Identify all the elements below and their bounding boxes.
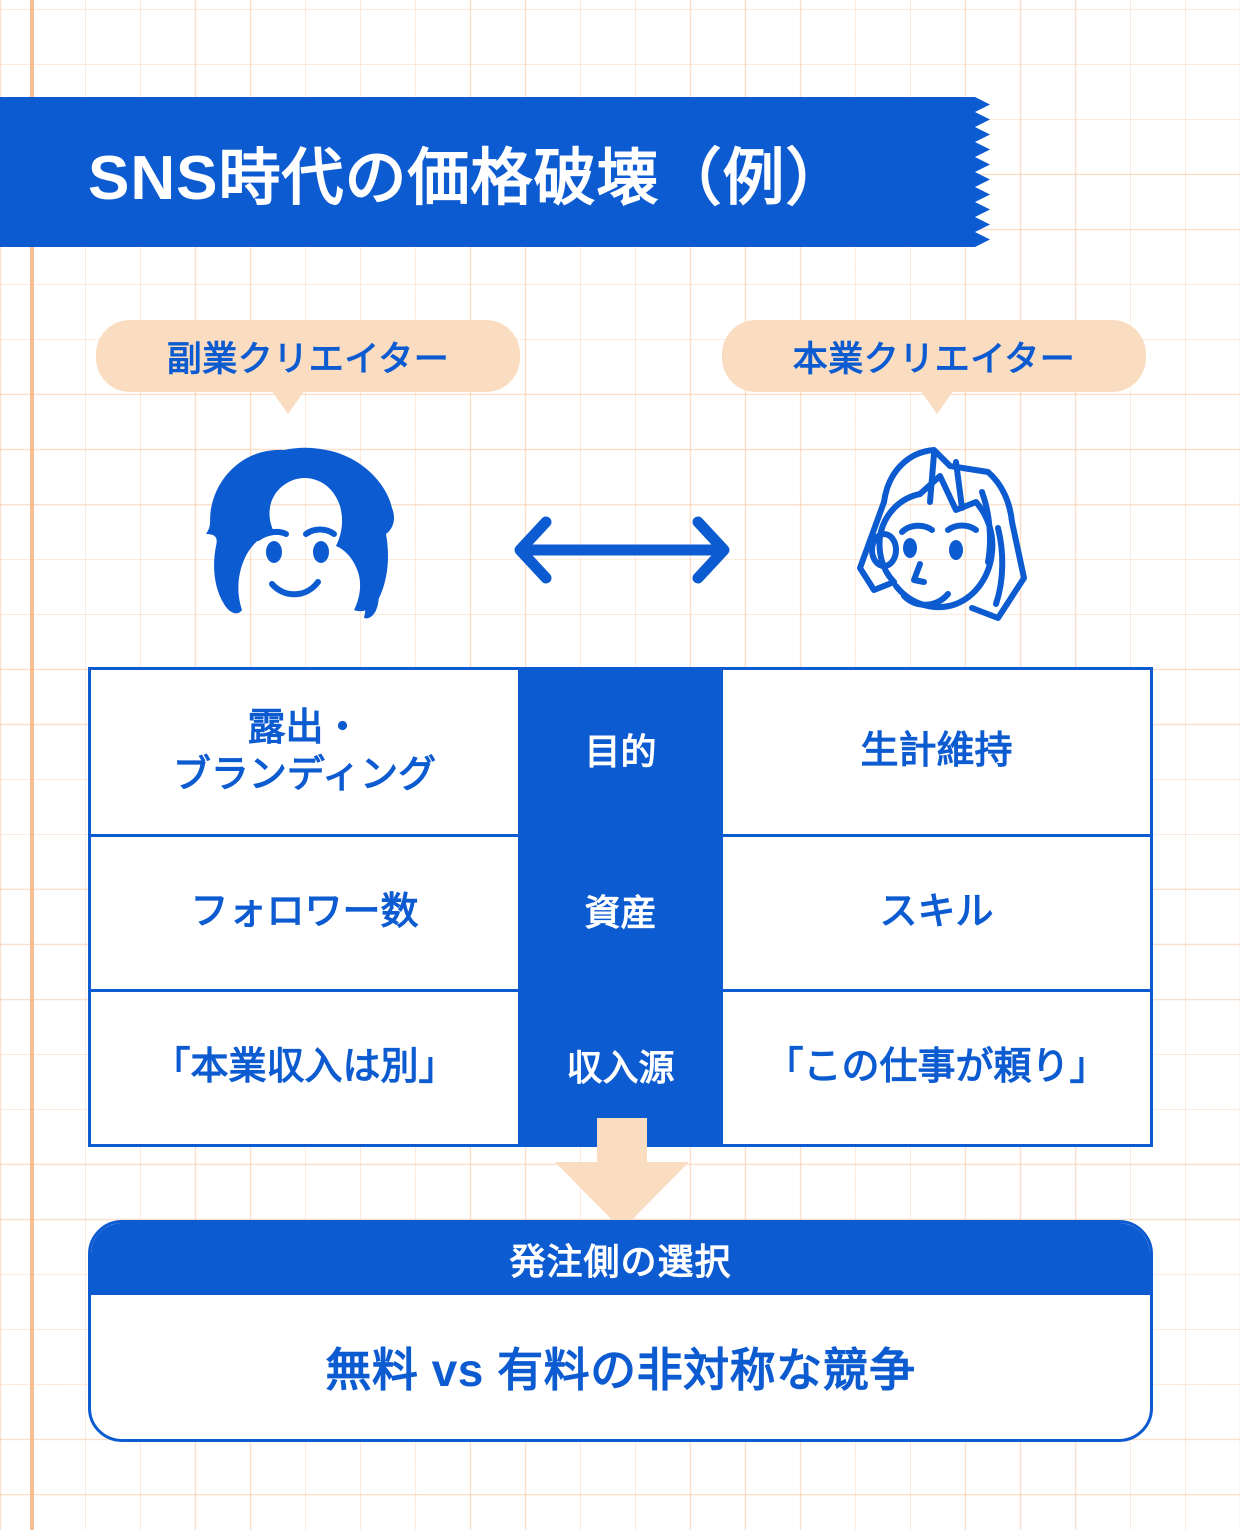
conclusion-heading: 発注側の選択: [91, 1223, 1150, 1295]
label-bubble-side-creator-text: 副業クリエイター: [166, 339, 450, 379]
long-haired-person-filled-icon: [188, 442, 423, 632]
bobbed-hair-person-outline-icon: [838, 440, 1053, 635]
conclusion-body-text: 無料 vs 有料の非対称な競争: [325, 1344, 916, 1396]
table-cell-axis: 資産: [518, 837, 723, 989]
table-cell-pro-creator: 生計維持: [860, 730, 1013, 773]
table-cell-pro-creator: スキル: [879, 891, 994, 934]
table-row: 「本業収入は別」 収入源 「この仕事が頼り」: [91, 992, 1150, 1144]
table-cell-side-creator: フォロワー数: [190, 891, 419, 934]
comparison-table: 露出・ ブランディング 目的 生計維持 フォロワー数 資産 スキル 「本業収入は…: [88, 667, 1153, 1147]
table-cell-pro-creator: 「この仕事が頼り」: [765, 1046, 1108, 1089]
banner-torn-edge-shape: [0, 97, 990, 247]
eye-left-icon: [903, 538, 917, 558]
table-row: 露出・ ブランディング 目的 生計維持: [91, 670, 1150, 837]
avatar-right-svg: [857, 447, 1027, 621]
table-cell-side-creator: 露出・ ブランディング: [172, 706, 437, 796]
eye-right-icon: [949, 540, 963, 560]
exchange-arrow-svg: [514, 516, 730, 584]
table-cell-side-creator: 「本業収入は別」: [152, 1046, 457, 1089]
down-arrow-svg: [555, 1118, 689, 1230]
label-bubble-side-creator: 副業クリエイター: [96, 320, 520, 414]
table-cell-axis: 目的: [518, 670, 723, 834]
label-bubble-pro-creator: 本業クリエイター: [722, 320, 1146, 414]
double-headed-arrow-icon: [512, 510, 732, 590]
conclusion-card: 発注側の選択 無料 vs 有料の非対称な競争: [88, 1220, 1153, 1442]
page-title: SNS時代の価格破壊（例）: [88, 144, 849, 213]
table-row: フォロワー数 資産 スキル: [91, 837, 1150, 992]
avatar-left-svg: [206, 447, 394, 619]
title-banner: SNS時代の価格破壊（例）: [0, 97, 990, 247]
label-bubble-pro-creator-text: 本業クリエイター: [792, 339, 1076, 379]
down-arrow-icon: [547, 1118, 697, 1230]
